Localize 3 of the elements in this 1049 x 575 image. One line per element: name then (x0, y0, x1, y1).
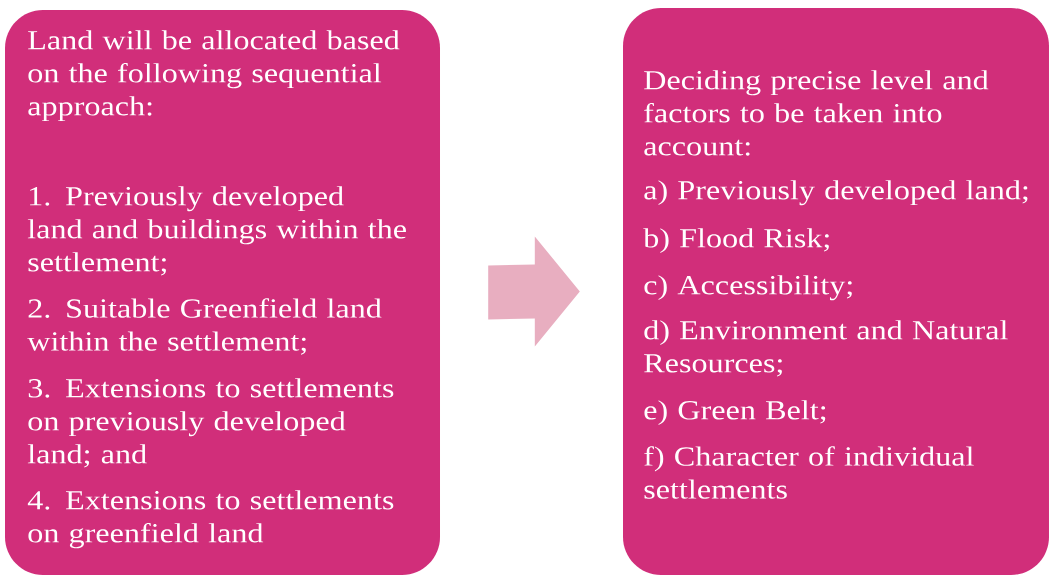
block-arrow (488, 236, 580, 347)
text-box: Deciding precise level and factors to be taken into account: a) Previously developed land; b) Flood Risk; c) Accessibility; d) Environment and Natural Resources; e) Green Belt; f) Character of individual settlements (623, 8, 1049, 575)
text-box: Land will be allocated based on the following sequential approach: 1. Previously developed land and buildings within the settlement; 2. Suitable Greenfield land within the settlement; 3. Extensions to settlements on previously developed land; and 4. Extensions to settlements on greenfield land (5, 10, 440, 575)
